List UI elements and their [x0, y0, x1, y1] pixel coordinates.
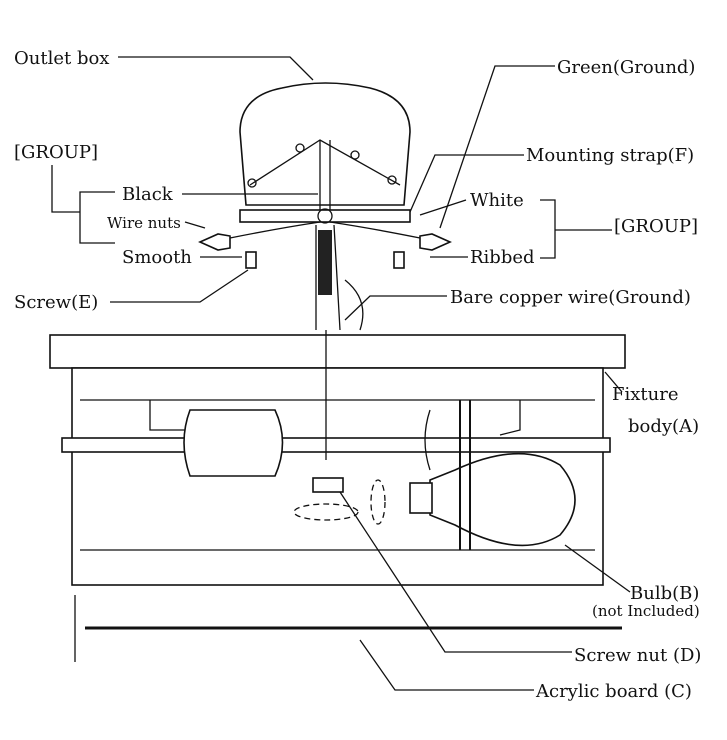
- bulb: [409, 400, 576, 547]
- label-fixture-2: body(A): [628, 416, 699, 437]
- canopy-plate: [49, 334, 626, 369]
- label-smooth: Smooth: [122, 247, 192, 268]
- label-ribbed: Ribbed: [470, 247, 535, 268]
- label-bare-copper: Bare copper wire(Ground): [450, 287, 691, 308]
- label-bulb: Bulb(B): [630, 583, 699, 604]
- outlet-box: [239, 82, 411, 215]
- label-group-right: [GROUP]: [614, 216, 698, 237]
- label-black: Black: [122, 184, 174, 205]
- label-mounting-strap: Mounting strap(F): [526, 145, 694, 166]
- label-screw: Screw(E): [14, 292, 98, 313]
- label-outlet-box: Outlet box: [14, 48, 109, 69]
- label-bulb-note: (not Included): [592, 602, 700, 620]
- label-group-left: [GROUP]: [14, 142, 98, 163]
- label-green-ground: Green(Ground): [557, 57, 695, 78]
- label-screw-nut: Screw nut (D): [574, 645, 701, 666]
- wire-nut-ribbed: [419, 233, 452, 251]
- label-white: White: [470, 190, 524, 211]
- mounting-strap: [239, 208, 411, 224]
- screw-left: [245, 251, 257, 269]
- label-wire-nuts: Wire nuts: [107, 214, 181, 232]
- bulb-holder-left: [149, 400, 284, 477]
- label-fixture-1: Fixture: [612, 384, 678, 405]
- label-acrylic: Acrylic board (C): [535, 681, 692, 702]
- wiring: [198, 221, 452, 331]
- screw-right: [393, 251, 405, 269]
- screw-nut: [312, 477, 344, 493]
- wire-nut-smooth: [198, 233, 231, 251]
